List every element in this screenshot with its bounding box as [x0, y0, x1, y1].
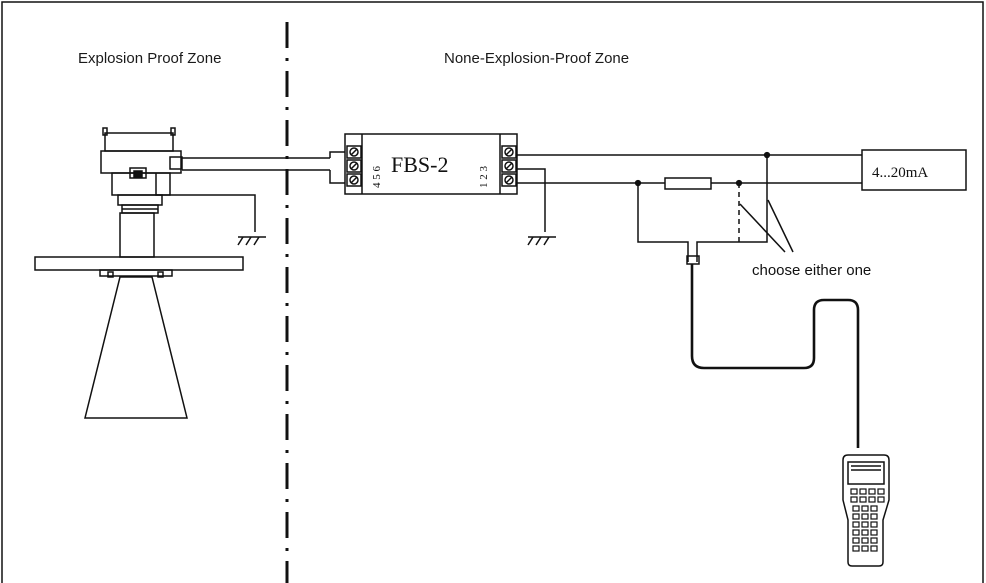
barrier-earth-wire [517, 168, 546, 232]
current-output-label: 4...20mA [872, 165, 928, 181]
fbs2-barrier [344, 133, 518, 195]
radar-level-transmitter [34, 127, 244, 419]
current-output-box [861, 149, 967, 191]
transmitter-earth-wire [155, 173, 256, 232]
communicator-lead-left [637, 183, 689, 262]
barrier-earth-icon [527, 236, 556, 246]
barrier-left-terminal-numbers: 4 5 6 [371, 166, 383, 189]
choose-either-one-label: choose either one [752, 262, 871, 279]
transmitter-earth-icon [237, 236, 266, 246]
barrier-right-terminal-numbers: 1 2 3 [478, 166, 490, 189]
barrier-model-label: FBS-2 [391, 152, 448, 177]
pointer-line [767, 199, 794, 253]
cable-gland [169, 156, 183, 170]
communicator-cable [690, 264, 860, 448]
explosion-proof-zone-label: Explosion Proof Zone [78, 50, 222, 67]
pointer-line [739, 203, 786, 253]
communicator-lead-right-option [696, 155, 768, 262]
horn-antenna [84, 276, 188, 419]
load-resistor [664, 177, 712, 190]
non-explosion-proof-zone-label: None-Explosion-Proof Zone [444, 50, 630, 67]
hart-handheld-communicator [842, 454, 890, 567]
